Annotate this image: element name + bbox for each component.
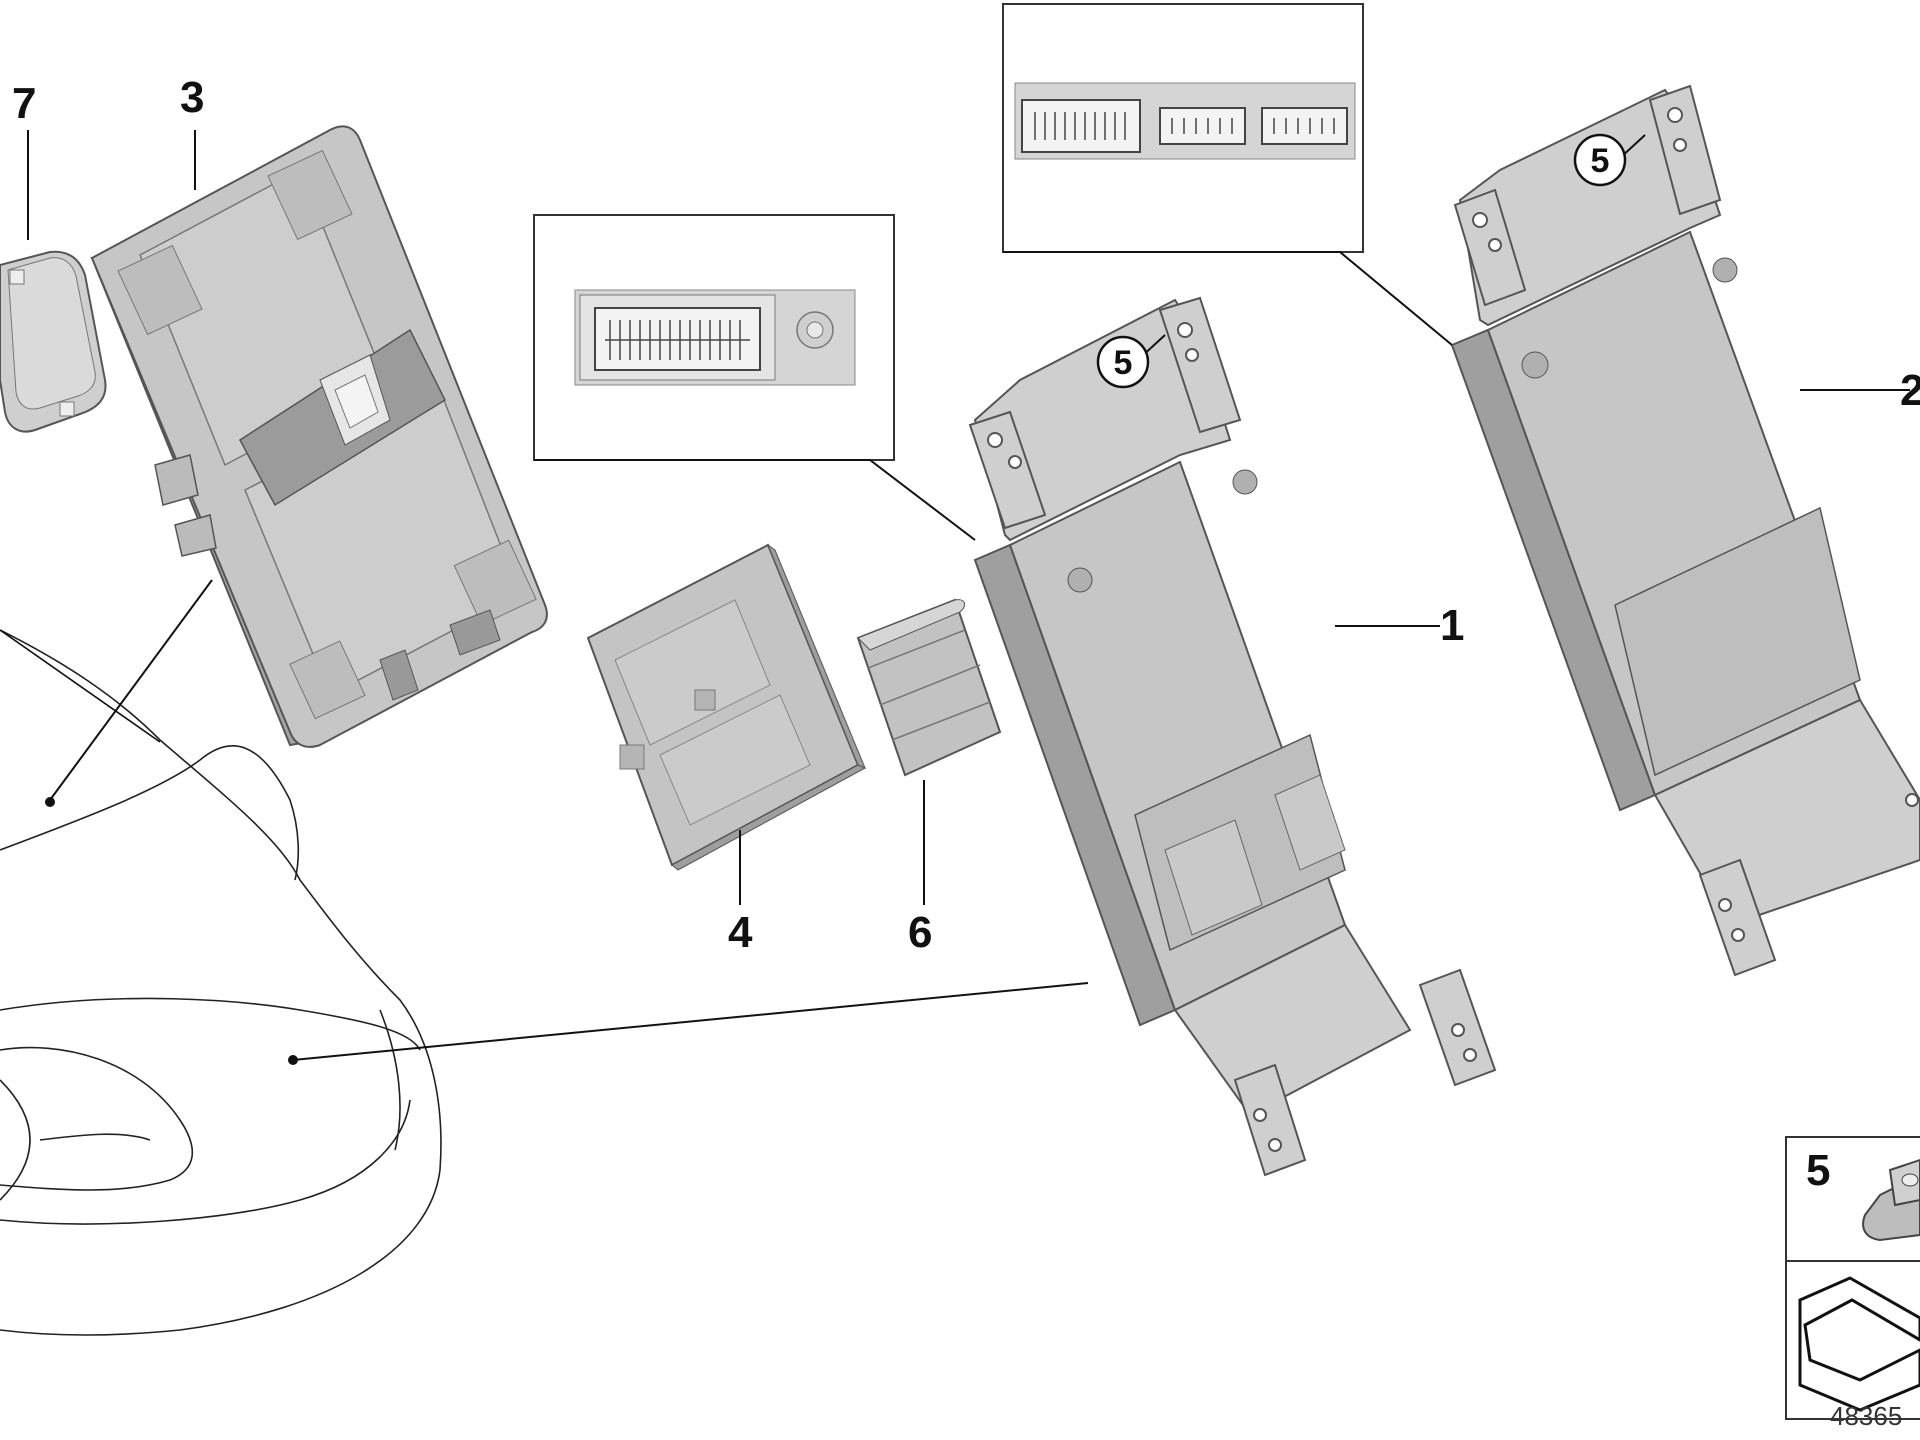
return-arrow-icon [1798, 1276, 1920, 1412]
connector-pins-left [605, 320, 750, 360]
callout-3: 3 [180, 73, 204, 122]
detail-inset-right [1002, 3, 1453, 346]
part-6-connector [856, 598, 1002, 777]
legend-label-5: 5 [1806, 1146, 1830, 1195]
part-2-bracket-unit [1450, 84, 1920, 977]
callout-5b: 5 [1591, 142, 1610, 180]
detail-inset-left [533, 214, 976, 541]
part-7-cover [0, 250, 107, 433]
connector-pins-right [1034, 112, 1335, 140]
leader-vehicle-to-part-1 [292, 982, 1089, 1061]
leader-dot-upper [45, 797, 55, 807]
diagram-id: 48365 [1830, 1401, 1902, 1431]
callout-4: 4 [728, 908, 753, 957]
callout-6: 6 [908, 908, 932, 957]
vehicle-outline [0, 629, 442, 1336]
callout-7: 7 [12, 79, 36, 128]
callout-1: 1 [1440, 601, 1464, 650]
nut-icon [1862, 1158, 1920, 1242]
legend-box: 5 [1785, 1136, 1920, 1420]
part-3-control-unit [90, 125, 548, 748]
leader-vehicle-to-part-3 [49, 579, 213, 801]
leader-dot-lower [288, 1055, 298, 1065]
part-1-bracket-unit [968, 296, 1497, 1177]
callout-5a-circle [1096, 335, 1150, 389]
callout-5b-circle [1573, 133, 1627, 187]
part-4-module [586, 543, 867, 871]
callout-5a: 5 [1114, 344, 1133, 382]
callout-2: 2 [1900, 366, 1920, 415]
leader-lines [0, 130, 1910, 1061]
